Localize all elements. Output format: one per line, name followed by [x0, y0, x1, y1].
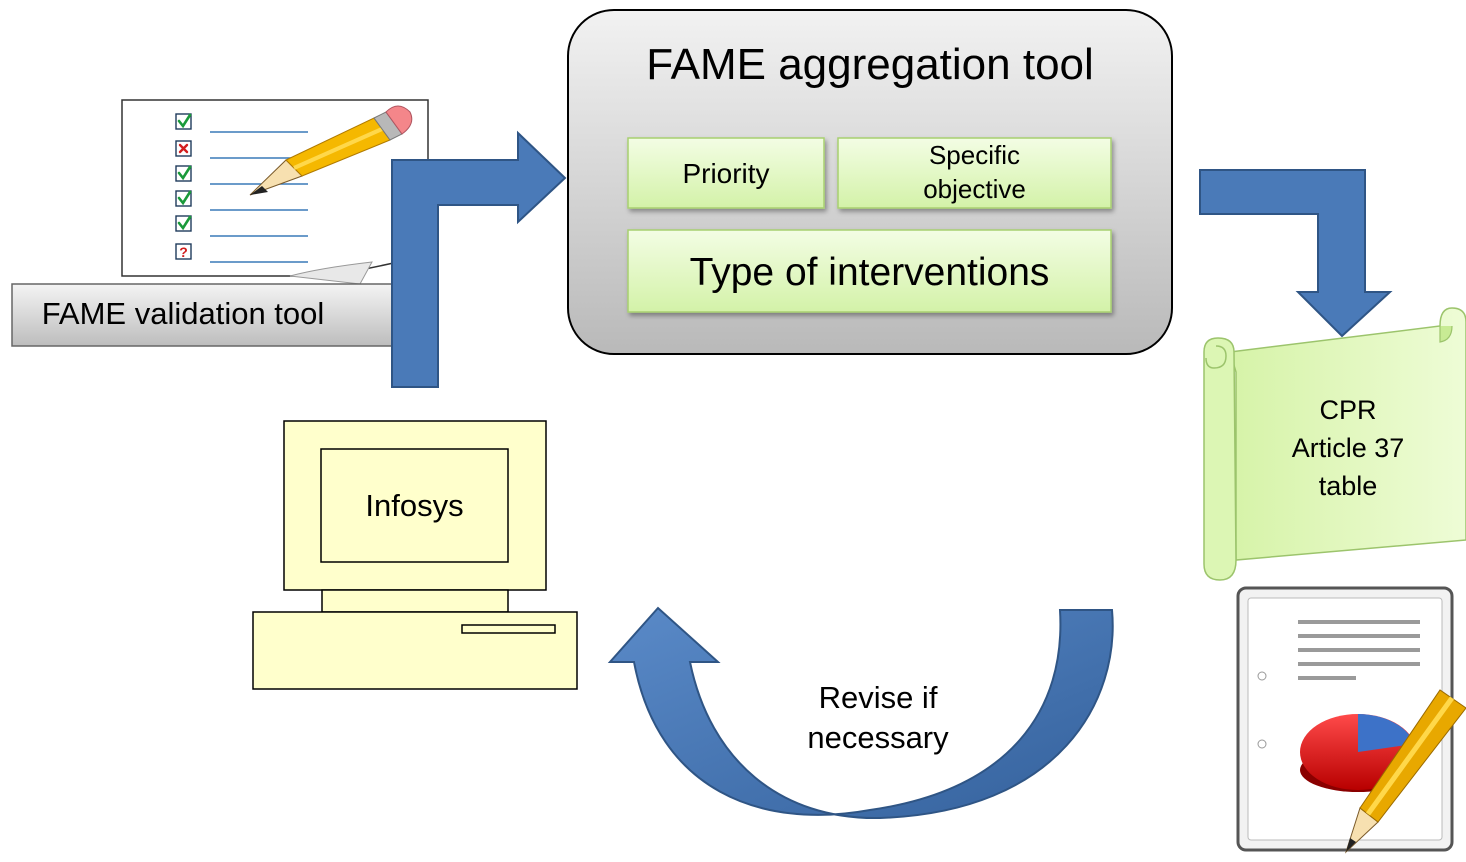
type-of-interventions-label: Type of interventions	[689, 251, 1050, 294]
cpr-line-2: Article 37	[1291, 432, 1405, 463]
validation-tool-box	[11, 283, 395, 347]
infosys-label: Infosys	[365, 488, 464, 523]
pencil-icon	[249, 105, 413, 196]
svg-text:?: ?	[179, 244, 188, 260]
validation-tool-label: FAME validation tool	[41, 296, 325, 331]
cpr-label: CPR Article 37 table	[1248, 392, 1448, 505]
revise-line-2: necessary	[807, 720, 949, 756]
specific-objective-label: Specific objective	[923, 140, 1026, 204]
flow-arrow-to-cpr	[1199, 169, 1393, 338]
report-chart-icon	[1236, 586, 1466, 854]
priority-box	[627, 137, 825, 209]
scroll-icon	[1203, 307, 1466, 581]
computer-icon	[252, 420, 578, 690]
revise-curved-arrow	[607, 606, 1114, 820]
cpr-line-1: CPR	[1319, 395, 1377, 425]
flow-arrow-to-aggregation	[391, 130, 567, 388]
aggregation-tool-title: FAME aggregation tool	[646, 40, 1094, 89]
revise-line-1: Revise if	[818, 680, 938, 715]
priority-label: Priority	[682, 158, 770, 189]
cpr-line-3: table	[1318, 470, 1378, 501]
revise-label: Revise if necessary	[778, 678, 978, 759]
specific-objective-box	[837, 137, 1112, 209]
type-of-interventions-box	[627, 229, 1112, 313]
